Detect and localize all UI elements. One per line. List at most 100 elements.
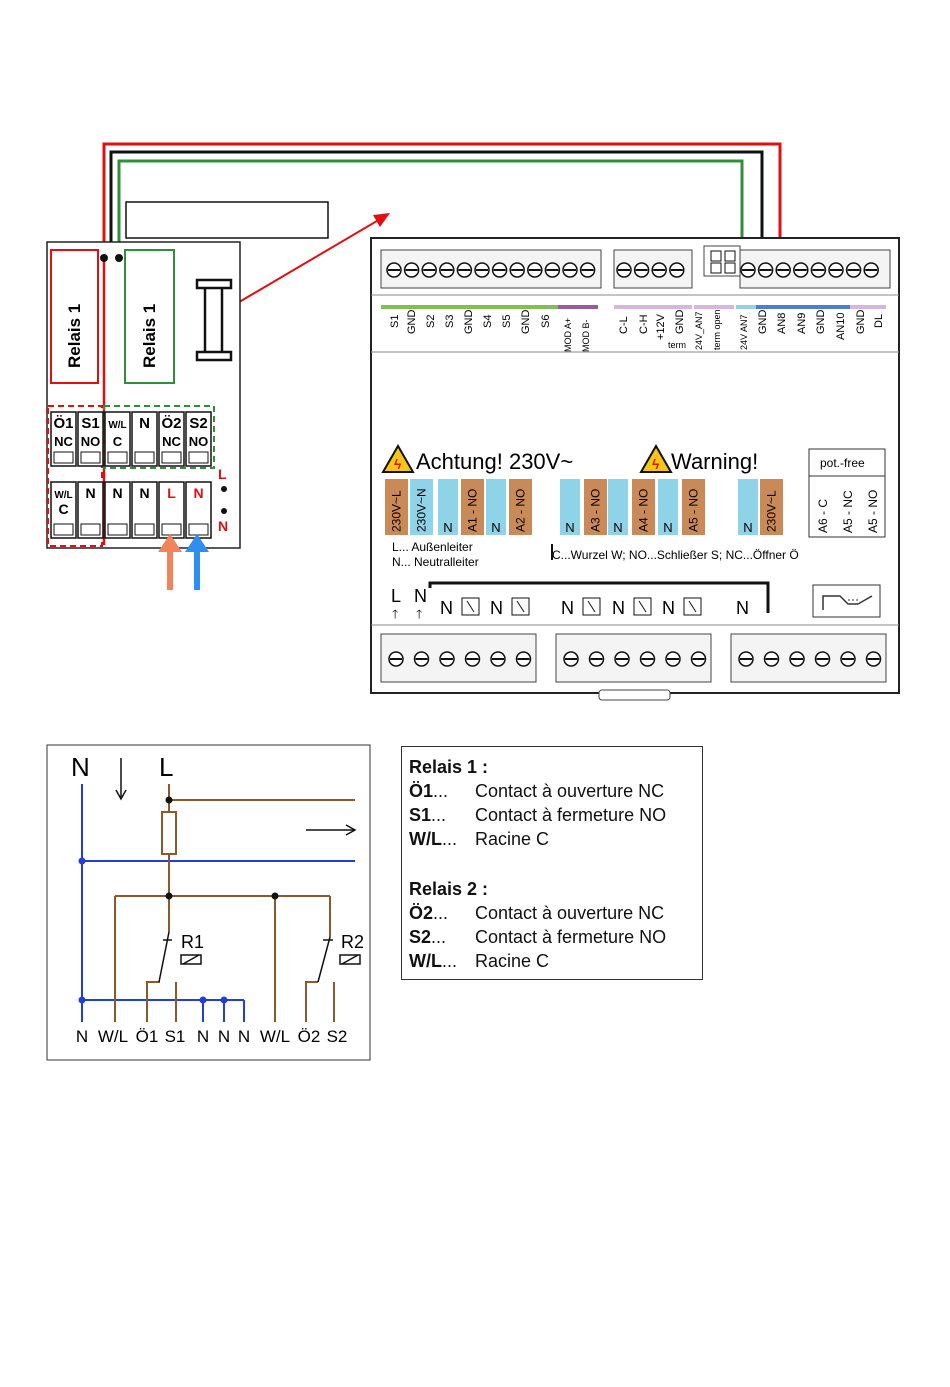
terminal-block	[584, 479, 607, 535]
terminal-block	[658, 479, 678, 535]
schematic-terminal-label: Ö1	[136, 1027, 159, 1046]
bottom-n-label: N	[490, 598, 503, 618]
legend-text: Contact à fermeture NO	[475, 927, 667, 947]
relay1-green-label: Relais 1	[140, 304, 159, 368]
terminal-block	[760, 479, 783, 535]
terminal-label: N	[85, 485, 95, 501]
terminal-block-label: N	[565, 520, 574, 535]
io-label: S3	[444, 315, 456, 328]
potfree-io-label: A5 - NO	[866, 490, 880, 533]
terminal-label: L	[167, 485, 176, 501]
bottom-n-label: N	[440, 598, 453, 618]
terminal-sublabel: NC	[162, 434, 181, 449]
term-label: term	[668, 340, 686, 350]
relay-coil-icon	[158, 931, 361, 983]
terminal-block-label: A5 - NO	[687, 489, 701, 532]
relay2-title: Relais 2 :	[409, 879, 489, 899]
terminal-block-label: 230V~L	[765, 490, 779, 532]
potfree-io-label: A5 - NC	[841, 490, 855, 533]
io-label: S1	[389, 315, 401, 328]
io-label: MOD B-	[581, 319, 591, 352]
terminal-block-label: 230V~N	[415, 488, 429, 532]
terminal-label: W/L	[54, 490, 72, 501]
bottom-n-last: N	[736, 598, 749, 618]
io-label: term open	[712, 309, 722, 350]
terminal-block-label: A3 - NO	[589, 489, 603, 532]
warning-icon-2: ϟ	[639, 443, 673, 473]
io-label: 24V AN7	[739, 314, 749, 350]
terminal-block-label: N	[613, 520, 622, 535]
io-label: S6	[540, 315, 552, 328]
io-label: DL	[873, 314, 885, 328]
bottom-n-label: N	[561, 598, 574, 618]
bottom-L-label: L	[391, 586, 401, 606]
schem-L: L	[159, 752, 173, 782]
terminal-label: N	[112, 485, 122, 501]
input-arrows	[158, 534, 209, 590]
terminal-block	[682, 479, 705, 535]
down-arrow-icon	[115, 758, 127, 801]
terminal-block	[632, 479, 655, 535]
terminal-block	[608, 479, 628, 535]
legend-text: Racine C	[475, 951, 550, 971]
legend-text: Contact à fermeture NO	[475, 805, 667, 825]
terminal-sublabel: NO	[189, 434, 209, 449]
schematic: N L	[46, 744, 371, 1061]
terminal-label: N	[193, 485, 203, 501]
terminal-block-label: 230V~L	[390, 490, 404, 532]
bottom-n-label: N	[612, 598, 625, 618]
terminal-sublabel: NO	[81, 434, 101, 449]
relay1-red-label: Relais 1	[65, 304, 84, 368]
terminal-label: N	[139, 485, 149, 501]
schematic-terminal-label: S1	[165, 1027, 186, 1046]
terminal-label: C	[58, 501, 68, 517]
terminal-block	[738, 479, 758, 535]
terminal-block	[486, 479, 506, 535]
fuse-icon	[195, 278, 233, 362]
terminal-block-label: N	[663, 520, 672, 535]
schematic-terminal-label: N	[76, 1027, 88, 1046]
warning-text: Achtung! 230V~	[416, 449, 573, 474]
relay2-dashed-box	[103, 405, 215, 469]
io-label: GND	[463, 310, 475, 335]
schematic-terminal-label: N	[197, 1027, 209, 1046]
schematic-terminal-label: N	[218, 1027, 230, 1046]
io-label: MOD A+	[563, 318, 573, 352]
io-label: C-L	[618, 316, 630, 334]
side-L-label: L	[218, 466, 227, 482]
relay1-dashed-box	[47, 405, 103, 547]
terminal-block-label: N	[491, 520, 500, 535]
legend-text: Contact à ouverture NC	[475, 781, 665, 801]
io-label: S5	[501, 315, 513, 328]
terminal-block-label: N	[743, 520, 752, 535]
schematic-terminal-label: Ö2	[298, 1027, 321, 1046]
terminal-block	[385, 479, 408, 535]
warning-text-2: Warning!	[671, 449, 758, 474]
terminal-label: Ö2	[161, 415, 181, 432]
io-label: S4	[482, 315, 494, 328]
io-label: GND	[757, 310, 769, 335]
terminal-block	[461, 479, 484, 535]
terminal-label: Ö1	[53, 415, 73, 432]
io-label: AN10	[835, 312, 847, 340]
relay1-green-box	[124, 249, 175, 384]
io-label: GND	[674, 310, 686, 335]
legend-N: N... Neutralleiter	[392, 555, 479, 569]
terminal-label: S2	[189, 415, 207, 432]
terminal-block	[410, 479, 433, 535]
io-label: GND	[520, 310, 532, 335]
io-label: 24V_AN7	[694, 311, 704, 350]
io-label: +12V	[655, 313, 667, 340]
schematic-terminal-label: S2	[327, 1027, 348, 1046]
io-label: GND	[815, 310, 827, 335]
legend-box: Relais 1 : Ö1...Contact à ouverture NC S…	[401, 746, 703, 980]
svg-text:ϟ: ϟ	[652, 456, 660, 472]
schem-R1: R1	[181, 932, 204, 952]
label-box	[125, 201, 329, 239]
relay1-red-box	[50, 249, 99, 384]
terminal-block-label: A1 - NO	[466, 489, 480, 532]
terminal-block	[509, 479, 532, 535]
